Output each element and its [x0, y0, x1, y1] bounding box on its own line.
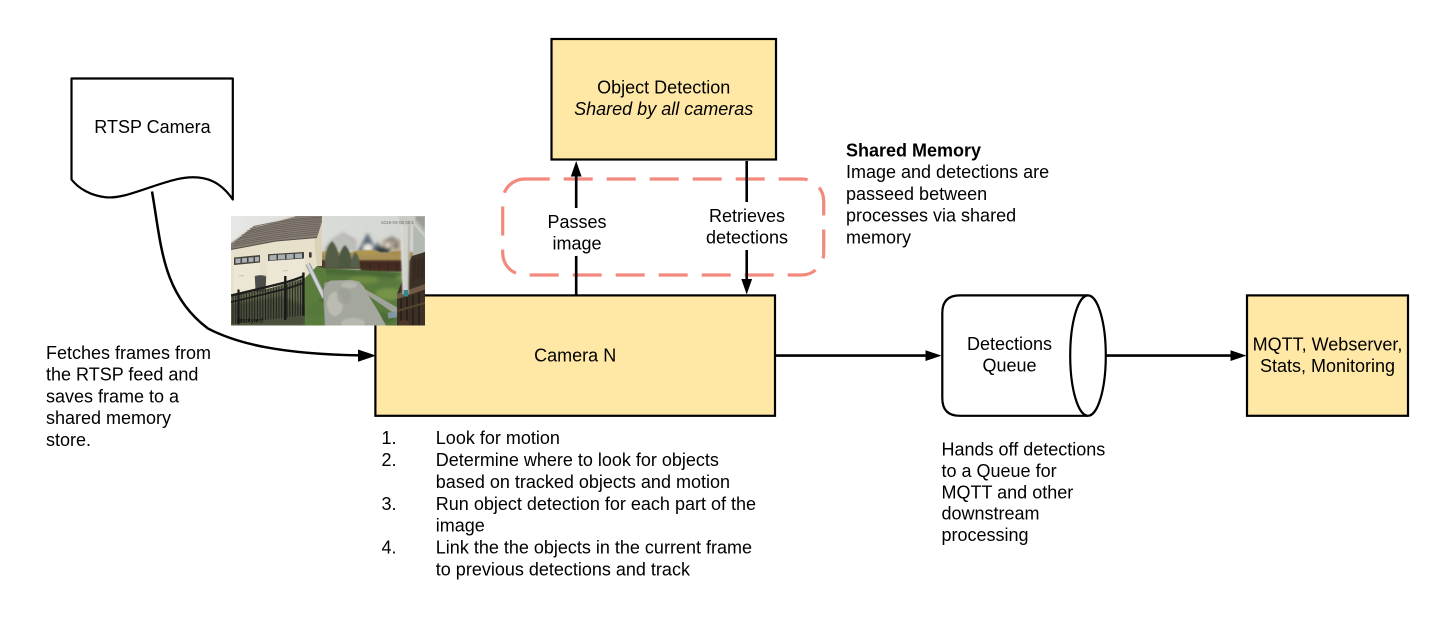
- svg-text:2019-03-05 09:1: 2019-03-05 09:1: [381, 220, 415, 225]
- svg-text:1.: 1.: [382, 428, 397, 448]
- svg-text:Passes: Passes: [547, 212, 606, 232]
- svg-text:Image and detections are passe: Image and detections are passeed between…: [846, 162, 1054, 247]
- svg-text:MQTT, Webserver,: MQTT, Webserver,: [1253, 335, 1403, 355]
- svg-text:detections: detections: [706, 228, 788, 248]
- svg-text:Backyard: Backyard: [237, 318, 263, 325]
- svg-text:Shared Memory: Shared Memory: [846, 141, 981, 161]
- svg-text:3.: 3.: [382, 494, 397, 514]
- svg-text:Camera N: Camera N: [534, 346, 616, 366]
- svg-text:Detections: Detections: [967, 334, 1052, 354]
- svg-text:2.: 2.: [382, 450, 397, 470]
- svg-text:RTSP Camera: RTSP Camera: [94, 117, 211, 137]
- svg-text:Retrieves: Retrieves: [709, 206, 785, 226]
- svg-text:Queue: Queue: [982, 356, 1036, 376]
- svg-text:image: image: [552, 234, 601, 254]
- svg-text:Determine where to look for ob: Determine where to look for objects base…: [436, 450, 730, 492]
- svg-text:Object Detection: Object Detection: [597, 78, 730, 98]
- svg-text:Look for motion: Look for motion: [436, 428, 560, 448]
- svg-text:Shared by all cameras: Shared by all cameras: [574, 99, 753, 119]
- svg-text:Stats, Monitoring: Stats, Monitoring: [1260, 356, 1395, 376]
- svg-text:4.: 4.: [382, 538, 397, 558]
